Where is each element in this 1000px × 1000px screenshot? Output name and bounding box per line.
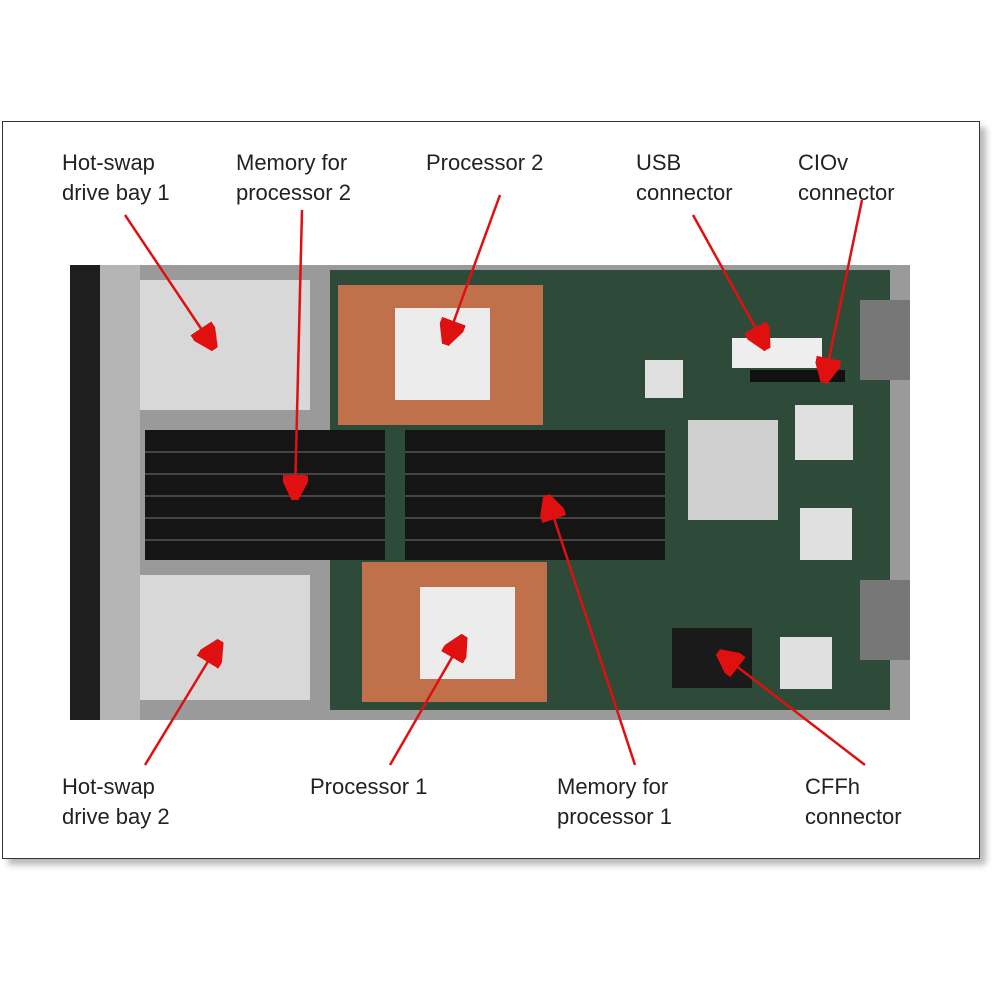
hot-swap-drive-1 xyxy=(140,280,310,410)
hot-swap-drive-2 xyxy=(140,575,310,700)
chipset-heatsink xyxy=(688,420,778,520)
label-processor-1: Processor 1 xyxy=(310,774,428,799)
usb-connector xyxy=(732,338,822,368)
cffh-connector xyxy=(672,628,752,688)
callout-arrows xyxy=(123,194,866,766)
ciov-connector xyxy=(750,370,845,382)
label-processor-2: Processor 2 xyxy=(426,150,544,175)
